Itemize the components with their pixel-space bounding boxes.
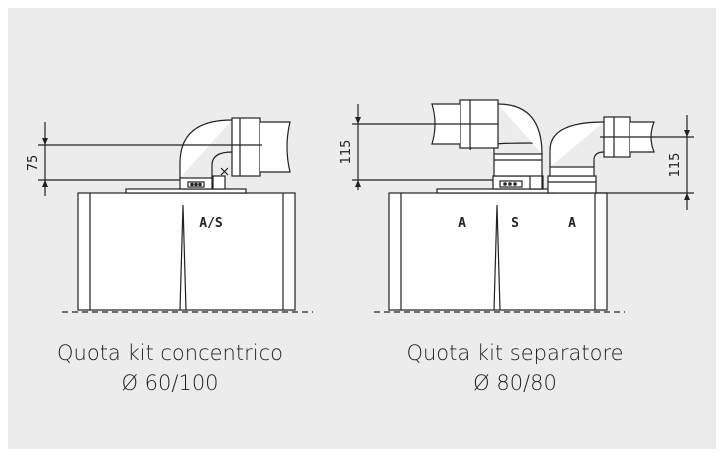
left-dimension bbox=[38, 122, 262, 196]
right-flue-elbow-left bbox=[431, 99, 544, 190]
right-caption-title: Quota kit separatore bbox=[406, 341, 624, 365]
right-caption-size: Ø 80/80 bbox=[473, 371, 557, 395]
right-boiler bbox=[374, 188, 625, 313]
left-caption: Quota kit concentrico Ø 60/100 bbox=[20, 338, 320, 398]
right-a-label-1: A bbox=[458, 216, 466, 231]
right-s-label: S bbox=[511, 216, 519, 231]
left-dimension-label: 75 bbox=[26, 155, 41, 172]
right-flue-elbow-right bbox=[547, 116, 655, 194]
right-dimension-right-label: 115 bbox=[668, 153, 683, 178]
left-caption-title: Quota kit concentrico bbox=[57, 341, 283, 365]
right-dimension-left-label: 115 bbox=[339, 140, 354, 165]
left-flue-elbow bbox=[179, 117, 291, 190]
left-boiler bbox=[62, 188, 313, 313]
right-dimension-right bbox=[596, 115, 694, 210]
right-caption: Quota kit separatore Ø 80/80 bbox=[365, 338, 665, 398]
left-as-label: A/S bbox=[199, 216, 223, 231]
left-caption-size: Ø 60/100 bbox=[121, 371, 219, 395]
right-a-label-2: A bbox=[568, 216, 576, 231]
right-dimension-left bbox=[352, 104, 498, 190]
